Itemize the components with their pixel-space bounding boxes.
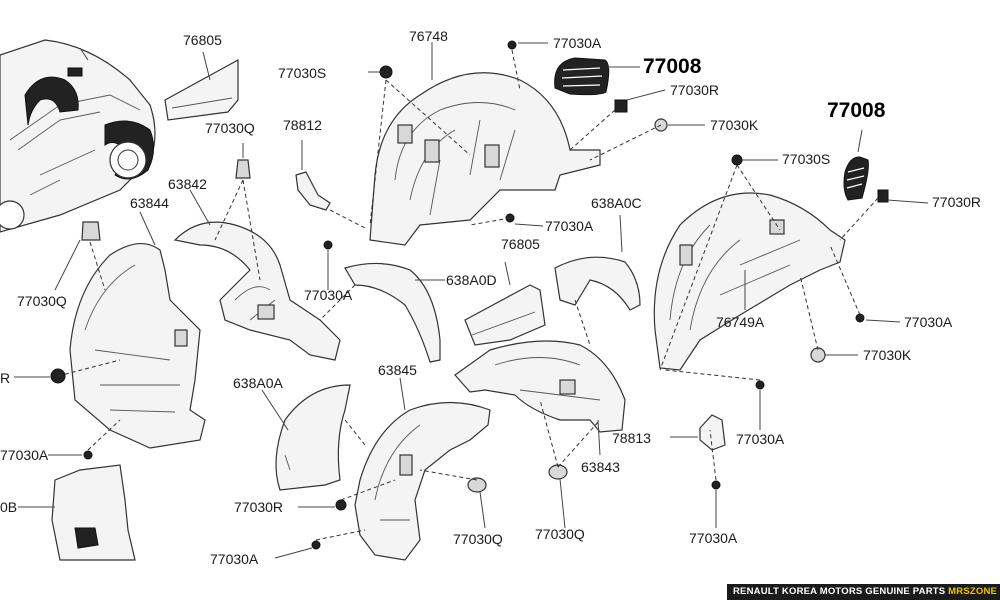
label-638a0d: 638A0D <box>446 272 497 288</box>
label-77030r-bottom: 77030R <box>234 499 284 515</box>
label-77030k-top: 77030K <box>710 117 759 133</box>
part-78812-bracket <box>295 140 331 211</box>
part-76805-top <box>164 51 239 121</box>
footer-text: RENAULT KOREA MOTORS GENUINE PARTS <box>733 586 949 597</box>
label-63845: 63845 <box>378 362 417 378</box>
label-63844: 63844 <box>130 195 169 211</box>
label-638a0c: 638A0C <box>591 195 642 211</box>
label-78812: 78812 <box>283 117 322 133</box>
label-77030a-bottom-right: 77030A <box>689 530 738 546</box>
part-76805-mid <box>464 261 546 346</box>
label-77030a-bottom: 77030A <box>210 551 259 567</box>
label-r-partial: R <box>0 370 11 386</box>
part-63842-liner <box>173 189 341 361</box>
label-77030q-bottom1: 77030Q <box>453 531 503 547</box>
label-76749a: 76749A <box>716 314 765 330</box>
part-638a0b-shield <box>18 464 136 561</box>
label-76805-mid: 76805 <box>501 236 540 252</box>
label-77030q-left: 77030Q <box>17 293 67 309</box>
footer-accent: MRSZONE <box>948 586 998 597</box>
label-77030k-right: 77030K <box>863 347 912 363</box>
part-77008-vent-top <box>554 57 640 96</box>
label-77030a-left: 77030A <box>304 287 353 303</box>
label-76805-top: 76805 <box>183 32 222 48</box>
part-78813-bracket <box>670 414 726 451</box>
fastener-clips <box>14 40 929 559</box>
label-63843: 63843 <box>581 459 620 475</box>
part-77008-vent-right <box>843 129 869 201</box>
label-77030a-left-low: 77030A <box>0 447 49 463</box>
label-77030r-right: 77030R <box>932 194 982 210</box>
label-77030q-bottom2: 77030Q <box>535 526 585 542</box>
label-78813: 78813 <box>612 430 651 446</box>
label-638a0a: 638A0A <box>233 375 283 391</box>
label-77030a-right: 77030A <box>904 314 953 330</box>
part-63844-liner <box>69 211 206 449</box>
assembly-lines <box>57 49 879 541</box>
part-76748-liner <box>369 42 601 246</box>
label-77008-right: 77008 <box>827 99 886 122</box>
label-77030q-top: 77030Q <box>205 120 255 136</box>
part-63845-liner <box>354 377 491 561</box>
label-77008-top: 77008 <box>643 55 702 78</box>
label-77030s-right: 77030S <box>782 151 831 167</box>
label-77030a-right-low: 77030A <box>736 431 785 447</box>
label-77030a-mid: 77030A <box>545 218 594 234</box>
part-63843-liner <box>454 340 626 456</box>
label-77030s-top: 77030S <box>278 65 327 81</box>
label-63842: 63842 <box>168 176 207 192</box>
part-638a0a-shield <box>261 384 351 491</box>
part-638a0c-shield <box>554 214 641 311</box>
label-77030a-top: 77030A <box>553 35 602 51</box>
footer-banner: RENAULT KOREA MOTORS GENUINE PARTS MRSZO… <box>727 584 1000 600</box>
part-638a0d-shield <box>344 262 445 363</box>
car-illustration <box>0 39 156 233</box>
label-76748: 76748 <box>409 28 448 44</box>
part-76749a-liner <box>653 192 846 371</box>
label-77030r-top: 77030R <box>670 82 720 98</box>
label-0b-partial: 0B <box>0 499 18 515</box>
